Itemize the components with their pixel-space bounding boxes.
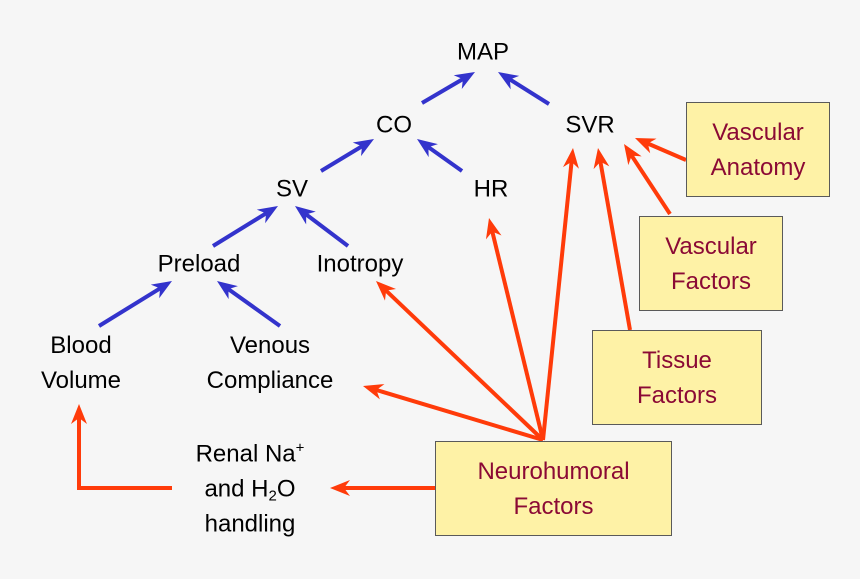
node-svr: SVR [565,111,615,139]
arrow-neurohumoral-factors-to-hr [485,218,545,441]
arrow-neurohumoral-factors-to-svr-head [562,148,579,169]
node-inotropy: Inotropy [316,250,404,278]
box-tissue-factors: Tissue Factors [592,330,762,425]
arrow-blood-volume-to-preload-shaft [97,282,168,328]
arrow-tissue-factors-to-svr [593,148,632,331]
venous-compliance-line-2: Compliance [206,367,334,394]
box-vascular-factors: Vascular Factors [639,216,783,311]
arrow-tissue-factors-to-svr-shaft [597,153,632,331]
arrow-neurohumoral-factors-to-venous-compliance-head [363,384,385,400]
arrow-venous-compliance-to-preload-head [217,281,238,300]
blood-volume-line-1: Blood [50,332,112,359]
node-map: MAP [456,38,510,66]
arrow-neurohumoral-factors-to-venous-compliance-shaft [368,385,544,442]
renal-line-2-post: O [276,475,296,503]
arrow-preload-to-sv [211,206,278,248]
arrow-tissue-factors-to-svr-head [593,148,610,170]
node-renal-handling: Renal Na+ and H2O handling [196,437,305,542]
arrow-renal-na-and-h2o-handling-to-blood-volume-tip-head [71,404,87,424]
vascular-anatomy-line-1: Vascular [712,118,804,146]
arrow-sv-to-co-head [352,139,374,157]
arrow-neurohumoral-factors-to-renal-na-and-h2o-handling [330,480,435,496]
arrow-vascular-anatomy-to-svr-head [635,138,657,154]
renal-line-3: handling [204,510,296,538]
arrow-vascular-anatomy-to-svr [635,138,687,162]
vascular-factors-line-1: Vascular [665,232,757,260]
arrow-vascular-factors-to-svr-head [624,144,642,166]
arrow-inotropy-to-sv [295,206,350,248]
renal-line-1: Renal Na+ [196,437,305,472]
arrow-svr-to-map [498,72,551,106]
node-preload: Preload [157,250,241,278]
neurohumoral-line-1: Neurohumoral [477,457,630,485]
arrow-vascular-factors-to-svr-shaft [625,147,672,216]
arrow-neurohumoral-factors-to-svr-shaft [541,153,575,441]
vascular-factors-line-2: Factors [670,267,751,295]
renal-line-2-pre: and H [204,475,269,503]
arrow-inotropy-to-sv-shaft [298,208,350,248]
venous-compliance-line-1: Venous [229,332,311,359]
arrow-svr-to-map-shaft [502,73,551,106]
renal-line-1-text: Renal Na [195,440,296,468]
arrow-preload-to-sv-head [256,206,278,224]
arrow-neurohumoral-factors-to-svr [541,148,579,441]
arrow-venous-compliance-to-preload [217,281,282,328]
arrow-neurohumoral-factors-to-hr-head [485,218,502,240]
arrow-renal-na-and-h2o-handling-to-blood-volume-tip [71,404,87,430]
arrow-co-to-map-head [453,72,475,90]
arrow-sv-to-co [319,139,374,173]
node-co: CO [376,111,412,139]
arrow-blood-volume-to-preload [97,281,172,328]
renal-sup: + [295,439,305,457]
arrow-neurohumoral-factors-to-inotropy-head [376,281,397,301]
arrow-blood-volume-to-preload-head [150,281,172,299]
arrow-vascular-anatomy-to-svr-shaft [639,138,687,162]
arrow-neurohumoral-factors-to-renal-na-and-h2o-handling-head [330,480,350,496]
node-blood-volume: Blood Volume [41,328,121,398]
arrow-sv-to-co-shaft [319,140,370,173]
arrow-vascular-factors-to-svr [624,144,672,216]
arrow-renal-na-and-h2o-handling-to-blood-volume [77,424,172,490]
arrow-neurohumoral-factors-to-venous-compliance [363,384,544,442]
arrow-hr-to-co-head [417,139,438,158]
arrow-preload-to-sv-shaft [211,207,274,248]
arrow-venous-compliance-to-preload-shaft [220,282,282,328]
arrow-neurohumoral-factors-to-hr-shaft [488,223,545,441]
node-hr: HR [473,175,509,203]
arrow-hr-to-co [417,139,464,173]
arrow-inotropy-to-sv-head [295,206,316,225]
node-venous-compliance: Venous Compliance [207,328,334,398]
renal-sub: 2 [268,487,277,505]
arrow-neurohumoral-factors-to-inotropy-shaft [378,283,545,442]
arrow-renal-na-and-h2o-handling-to-blood-volume-shaft [77,424,172,490]
tissue-factors-line-2: Factors [636,381,717,409]
node-sv: SV [275,175,309,203]
arrow-svr-to-map-head [498,72,520,90]
blood-volume-line-2: Volume [40,367,122,394]
renal-line-2: and H2O [196,472,305,507]
vascular-anatomy-line-2: Anatomy [710,153,806,181]
arrow-co-to-map [420,72,475,105]
tissue-factors-line-1: Tissue [642,346,712,374]
arrow-neurohumoral-factors-to-inotropy [376,281,545,442]
arrow-co-to-map-shaft [420,73,471,105]
box-vascular-anatomy: Vascular Anatomy [686,102,830,197]
arrow-hr-to-co-shaft [420,140,464,173]
neurohumoral-line-2: Factors [513,492,594,520]
box-neurohumoral-factors: Neurohumoral Factors [435,441,672,536]
